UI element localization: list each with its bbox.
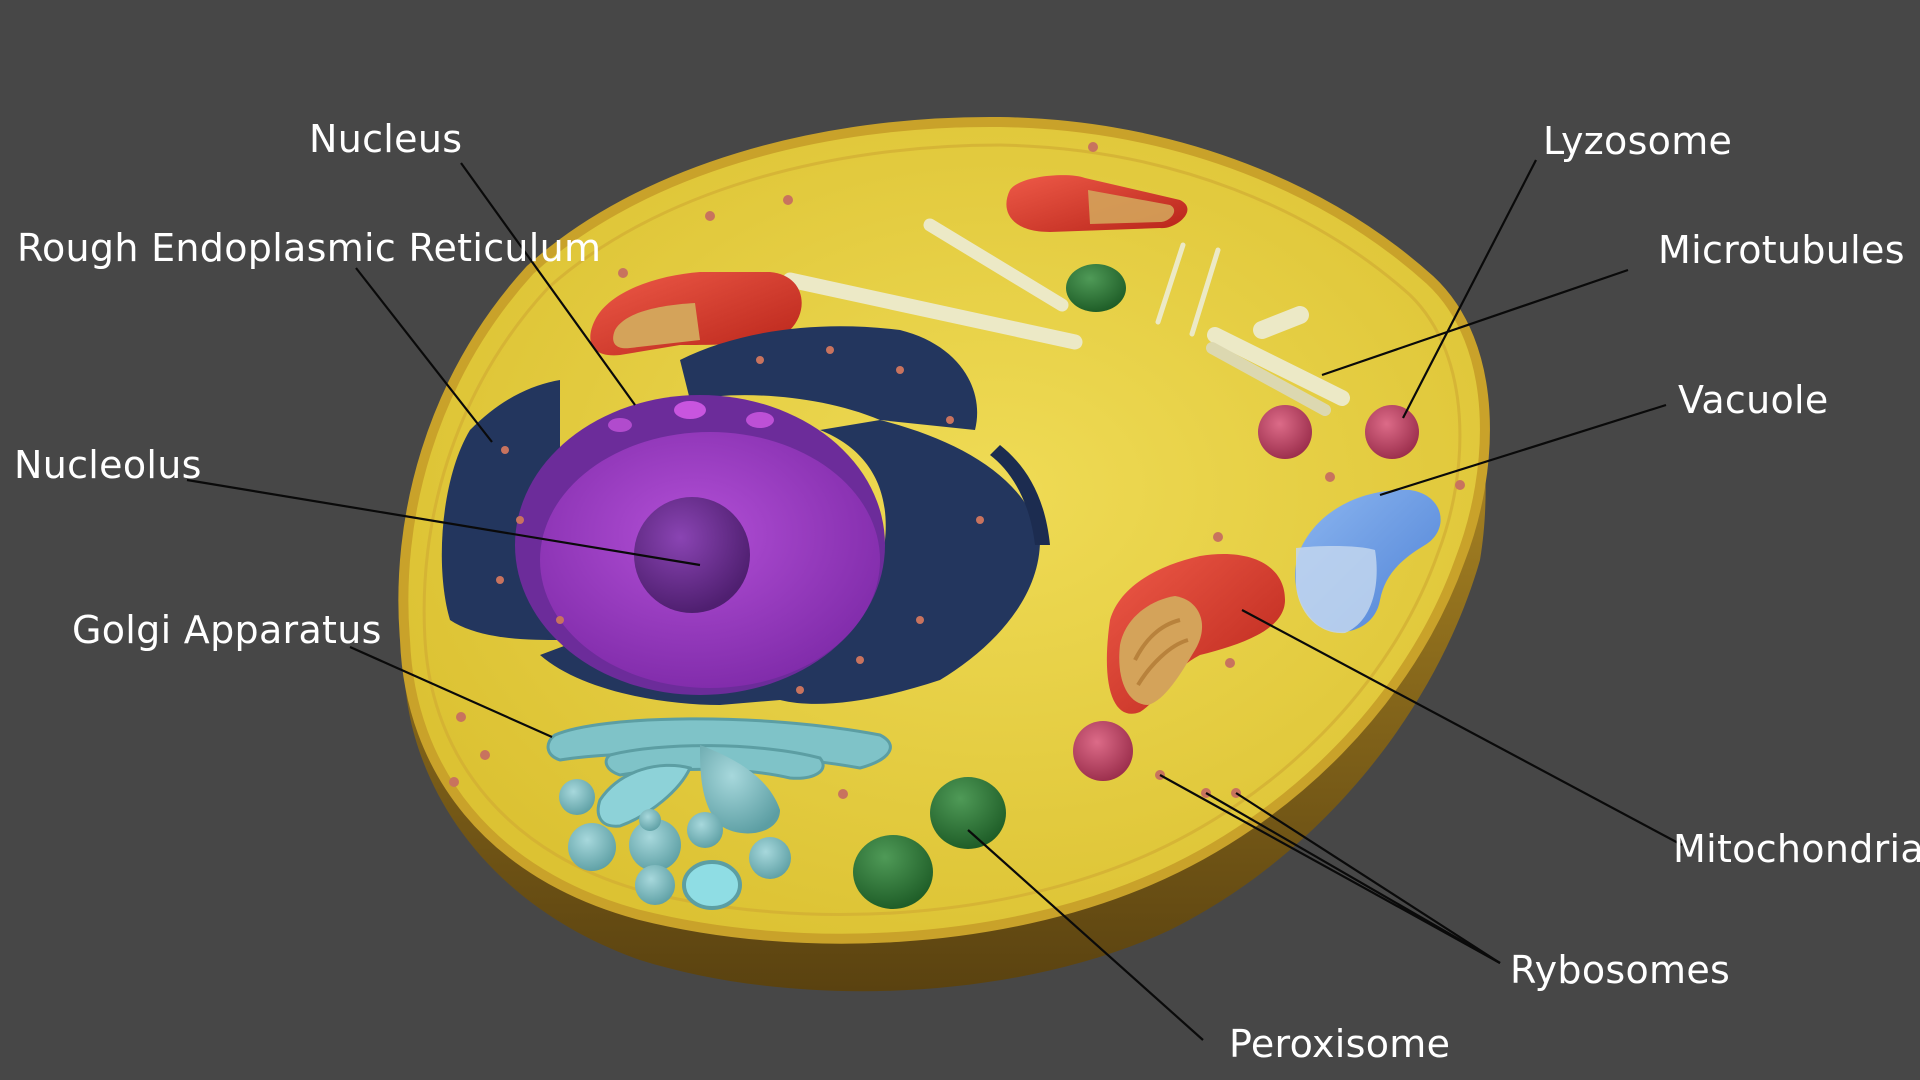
microtubule — [923, 218, 1069, 312]
microtubule — [782, 272, 1083, 350]
label-nucleolus: Nucleolus — [14, 443, 202, 487]
leader-microtubules — [1321, 268, 1629, 377]
vacuole — [1295, 489, 1441, 634]
leader-nucleolus — [186, 478, 701, 567]
leader-lyzosome — [1402, 159, 1537, 419]
leader-rough-er — [355, 267, 493, 443]
golgi-apparatus — [546, 717, 892, 910]
microtubules-group — [782, 218, 1350, 416]
label-vacuole: Vacuole — [1678, 378, 1829, 422]
mitochondrion-top — [1006, 175, 1188, 232]
leader-vacuole — [1379, 403, 1667, 497]
label-rough-er: Rough Endoplasmic Reticulum — [17, 226, 602, 270]
mitochondrion-left — [590, 272, 802, 356]
leader-nucleus — [460, 162, 636, 406]
leader-lines — [186, 159, 1683, 1041]
centriole — [1206, 306, 1350, 416]
label-peroxisome: Peroxisome — [1229, 1022, 1451, 1066]
label-rybosomes: Rybosomes — [1510, 948, 1731, 992]
lysosomes — [1073, 405, 1419, 781]
leader-peroxisome — [967, 829, 1204, 1041]
cell-membrane-inner — [422, 143, 1462, 917]
leader-mitochondria — [1241, 609, 1683, 846]
leader-rybosomes-2 — [1205, 792, 1501, 964]
leader-rybosomes-3 — [1235, 792, 1501, 964]
label-lyzosome: Lyzosome — [1543, 119, 1733, 163]
nucleus — [515, 395, 885, 695]
leader-rybosomes-1 — [1159, 774, 1501, 964]
leader-golgi — [349, 645, 553, 739]
label-golgi: Golgi Apparatus — [72, 608, 382, 652]
microtubule — [1189, 247, 1221, 337]
nucleolus — [634, 497, 750, 613]
microtubule — [1155, 242, 1186, 325]
label-nucleus: Nucleus — [309, 117, 463, 161]
label-microtubules: Microtubules — [1658, 228, 1905, 272]
mitochondrion-right — [1106, 554, 1285, 714]
peroxisomes — [853, 264, 1126, 909]
label-mitochondria: Mitochondria — [1673, 827, 1920, 871]
